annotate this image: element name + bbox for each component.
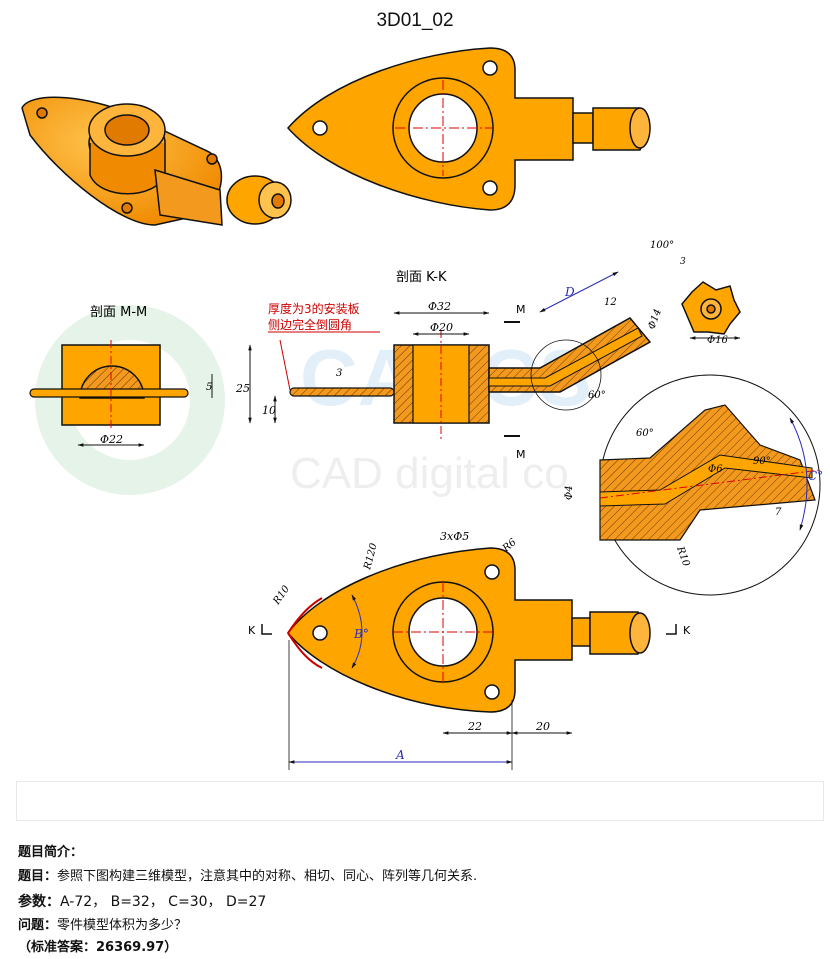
dim-r10: R10 — [271, 583, 293, 607]
top-view — [286, 47, 651, 211]
section-mm-title: 剖面 M-M — [90, 305, 147, 320]
dim-d14: Φ14 — [646, 308, 663, 331]
dim-B: B° — [353, 627, 369, 641]
angle-100: 100° — [650, 240, 674, 251]
question-text: 零件模型体积为多少？ — [57, 918, 188, 933]
dim-D: D — [564, 285, 575, 299]
question-line: 问题：零件模型体积为多少？ — [18, 918, 187, 934]
watermark-sub: CAD digital co — [290, 449, 569, 498]
front-view — [287, 547, 651, 713]
dim-d32: Φ32 — [428, 300, 451, 313]
dim-h10: 10 — [262, 404, 276, 417]
params-line: 参数：A-72， B=32， C=30， D=27 — [18, 894, 266, 910]
topic-label: 题目： — [18, 869, 58, 884]
dim-20: 20 — [535, 720, 550, 733]
dim-h25: 25 — [235, 382, 250, 395]
note-line-1: 厚度为3的安装板 — [268, 301, 360, 316]
cut-k-right: K — [683, 624, 691, 637]
dim-d22: Φ22 — [100, 433, 123, 446]
front-view-dims: A 22 20 B° R10 R120 3xΦ5 R6 K K — [248, 530, 691, 770]
params-text: A-72， B=32， C=30， D=27 — [60, 894, 267, 910]
dim-d16: Φ16 — [707, 335, 729, 346]
dim-h7: 7 — [775, 507, 782, 518]
angle-90: 90° — [753, 456, 771, 467]
dim-r120: R120 — [362, 542, 380, 572]
dim-3-top: 3 — [680, 257, 686, 267]
intro-heading: 题目简介： — [18, 845, 84, 860]
dim-h3: 3 — [336, 368, 342, 379]
answer-line: （标准答案：26369.97） — [18, 940, 177, 956]
answer-text: （标准答案：26369.97） — [18, 940, 178, 955]
angle-60-detail: 60° — [636, 428, 654, 439]
section-mm: 剖面 M-M Φ22 5 — [29, 305, 213, 447]
page-title: 3D01_02 — [376, 10, 454, 31]
detail-view: 60° 90° Φ6 Φ4 7 R10 C° — [564, 374, 823, 596]
engineering-drawing: CATICS CAD digital co 剖面 M-M — [21, 47, 823, 770]
dim-holes: 3xΦ5 — [440, 530, 469, 543]
topic-text: 参照下图构建三维模型，注意其中的对称、相切、同心、阵列等几何关系. — [57, 869, 478, 884]
dim-C: C° — [808, 469, 823, 483]
section-kk-title: 剖面 K-K — [396, 270, 447, 285]
cut-m-bottom: M — [516, 448, 526, 461]
dim-d20: Φ20 — [430, 321, 453, 334]
dim-d4: Φ4 — [564, 485, 575, 500]
cut-m-top: M — [516, 303, 526, 316]
nut-end-view: 100° 3 Φ16 — [650, 240, 741, 346]
iso-view — [21, 96, 292, 226]
dim-22: 22 — [467, 720, 482, 733]
topic-line: 题目：参照下图构建三维模型，注意其中的对称、相切、同心、阵列等几何关系. — [18, 869, 477, 885]
blank-panel — [16, 781, 824, 821]
dim-A: A — [395, 748, 405, 762]
dim-h5: 5 — [206, 382, 212, 393]
section-kk: 剖面 K-K 厚度为3的安装板 侧边完全倒圆角 Φ32 Φ20 25 10 3 … — [235, 270, 664, 461]
question-label: 问题： — [18, 918, 58, 933]
cut-k-left: K — [248, 624, 256, 637]
dim-12: 12 — [604, 297, 617, 308]
dim-d6: Φ6 — [708, 464, 723, 475]
note-line-2: 侧边完全倒圆角 — [268, 317, 352, 332]
params-label: 参数： — [18, 894, 60, 910]
angle-60: 60° — [588, 390, 606, 401]
